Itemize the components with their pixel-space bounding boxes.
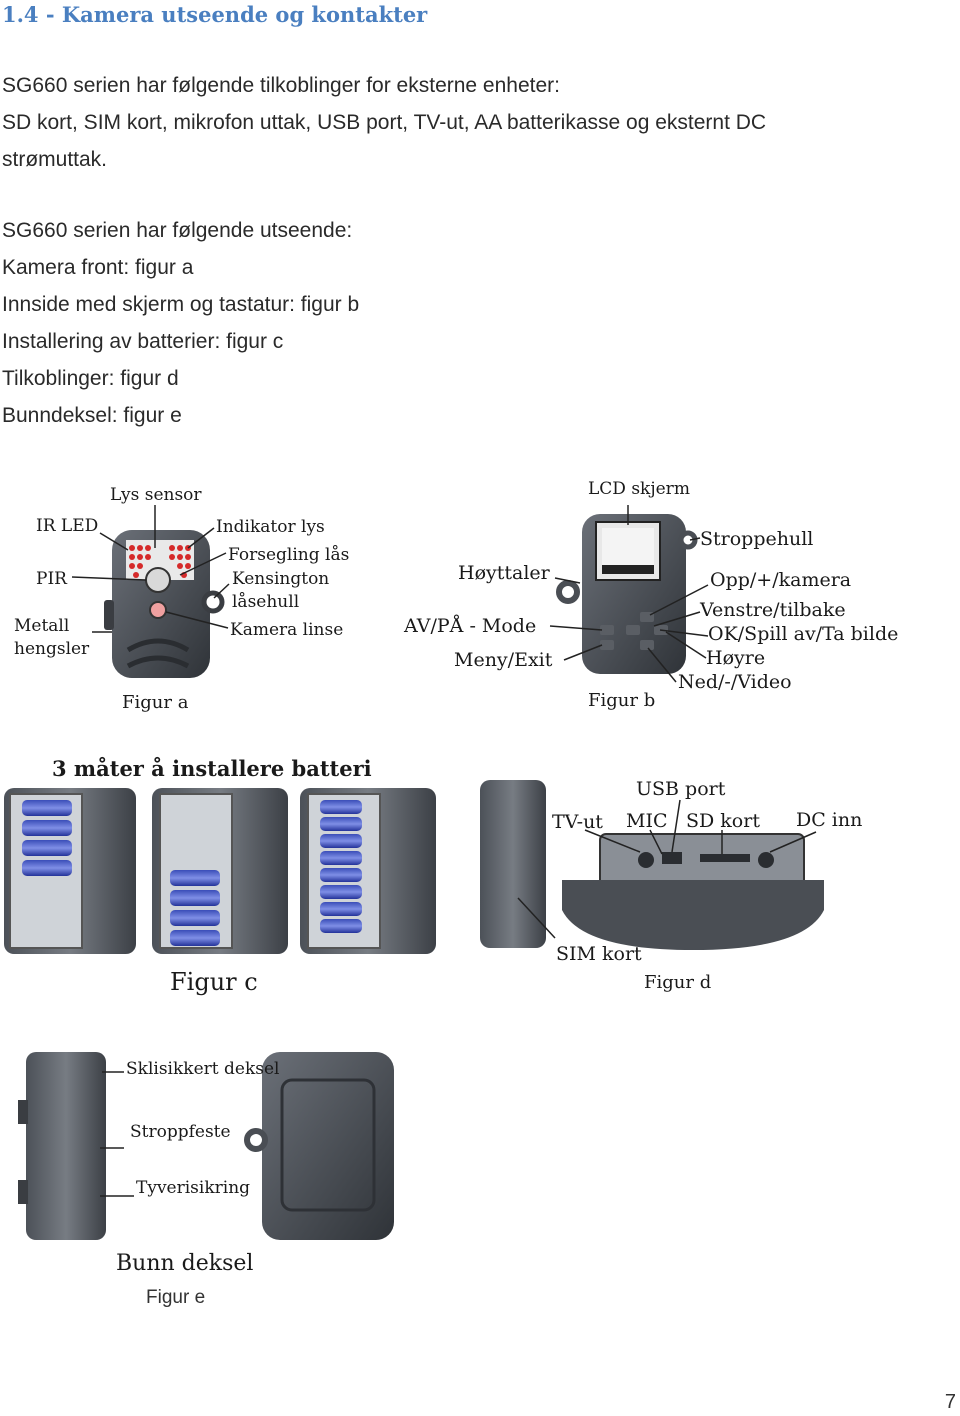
paragraph-line: SG660 serien har følgende tilkoblinger f…	[2, 74, 560, 97]
caption-figur-d: Figur d	[644, 972, 711, 993]
paragraph-line: SG660 serien har følgende utseende:	[2, 219, 353, 242]
label-indikator-lys: Indikator lys	[216, 517, 325, 537]
battery-case-3-image	[300, 788, 436, 954]
paragraph-line: SD kort, SIM kort, mikrofon uttak, USB p…	[2, 111, 767, 134]
figure-e: Sklisikkert deksel Stroppfeste Tyverisik…	[18, 1052, 394, 1276]
figure-b: LCD skjerm Stroppehull Høyttaler Opp/+/k…	[403, 479, 898, 711]
bottom-side-image	[18, 1052, 106, 1240]
label-tv-ut: TV-ut	[552, 811, 603, 833]
paragraph-line: Tilkoblinger: figur d	[2, 367, 179, 390]
label-stroppehull: Stroppehull	[700, 528, 813, 550]
label-hoyre: Høyre	[706, 647, 765, 669]
label-laasehull: låsehull	[232, 592, 299, 612]
label-ned-video: Ned/-/Video	[678, 671, 792, 693]
appearance-paragraph: SG660 serien har følgende utseende: Kame…	[2, 212, 359, 434]
figure-b-leaders	[549, 505, 709, 683]
label-ok-spill-av: OK/Spill av/Ta bilde	[708, 623, 898, 645]
caption-figur-e: Figur e	[146, 1287, 206, 1308]
figure-c: 3 måter å installere batteri	[4, 756, 436, 996]
caption-figur-b: Figur b	[588, 690, 655, 711]
label-metall: Metall	[14, 616, 69, 636]
caption-figur-a: Figur a	[122, 692, 189, 713]
paragraph-line: Innside med skjerm og tastatur: figur b	[2, 293, 360, 316]
label-av-paa-mode: AV/PÅ - Mode	[403, 615, 536, 637]
figure-a-leaders	[71, 505, 230, 633]
figure-d-leaders	[517, 799, 817, 939]
label-bunn-deksel: Bunn deksel	[116, 1251, 253, 1276]
figure-a: Lys sensor IR LED PIR Metall hengsler In…	[14, 485, 349, 713]
figure-e-leaders	[100, 1071, 134, 1197]
label-lys-sensor: Lys sensor	[110, 485, 202, 505]
section-heading: 1.4 - Kamera utseende og kontakter	[2, 2, 428, 27]
label-hengsler: hengsler	[14, 639, 90, 659]
label-lcd-skjerm: LCD skjerm	[588, 479, 690, 499]
label-kensington: Kensington	[232, 569, 329, 589]
label-hoyttaler: Høyttaler	[458, 562, 551, 584]
connections-paragraph: SG660 serien har følgende tilkoblinger f…	[2, 67, 766, 178]
paragraph-line: strømuttak.	[2, 148, 108, 171]
label-opp-kamera: Opp/+/kamera	[710, 569, 851, 591]
label-sd-kort: SD kort	[686, 810, 760, 832]
figure-c-title: 3 måter å installere batteri	[52, 756, 372, 781]
label-stroppfeste: Stroppfeste	[130, 1122, 231, 1142]
battery-case-2-image	[152, 788, 288, 954]
connections-image	[480, 780, 824, 950]
bottom-back-image	[244, 1052, 394, 1240]
label-mic: MIC	[626, 810, 668, 832]
camera-front-image	[104, 530, 225, 678]
label-venstre-tilbake: Venstre/tilbake	[699, 599, 846, 621]
label-sklisikkert-deksel: Sklisikkert deksel	[126, 1059, 279, 1079]
label-kamera-linse: Kamera linse	[230, 620, 343, 640]
camera-inside-image	[556, 514, 698, 674]
battery-case-1-image	[4, 788, 136, 954]
figure-d: USB port TV-ut MIC SD kort DC inn SIM ko…	[480, 778, 862, 993]
label-ir-led: IR LED	[36, 516, 98, 536]
label-sim-kort: SIM kort	[556, 943, 642, 965]
caption-figur-c: Figur c	[170, 968, 258, 996]
label-tyverisikring: Tyverisikring	[136, 1178, 250, 1198]
label-usb-port: USB port	[636, 778, 726, 800]
label-pir: PIR	[36, 569, 68, 589]
paragraph-line: Bunndeksel: figur e	[2, 404, 182, 427]
paragraph-line: Kamera front: figur a	[2, 256, 194, 279]
paragraph-line: Installering av batterier: figur c	[2, 330, 284, 353]
label-meny-exit: Meny/Exit	[454, 649, 553, 671]
label-forsegling-laas: Forsegling lås	[228, 545, 349, 565]
label-dc-inn: DC inn	[796, 809, 862, 831]
page-number: 7	[944, 1391, 956, 1413]
